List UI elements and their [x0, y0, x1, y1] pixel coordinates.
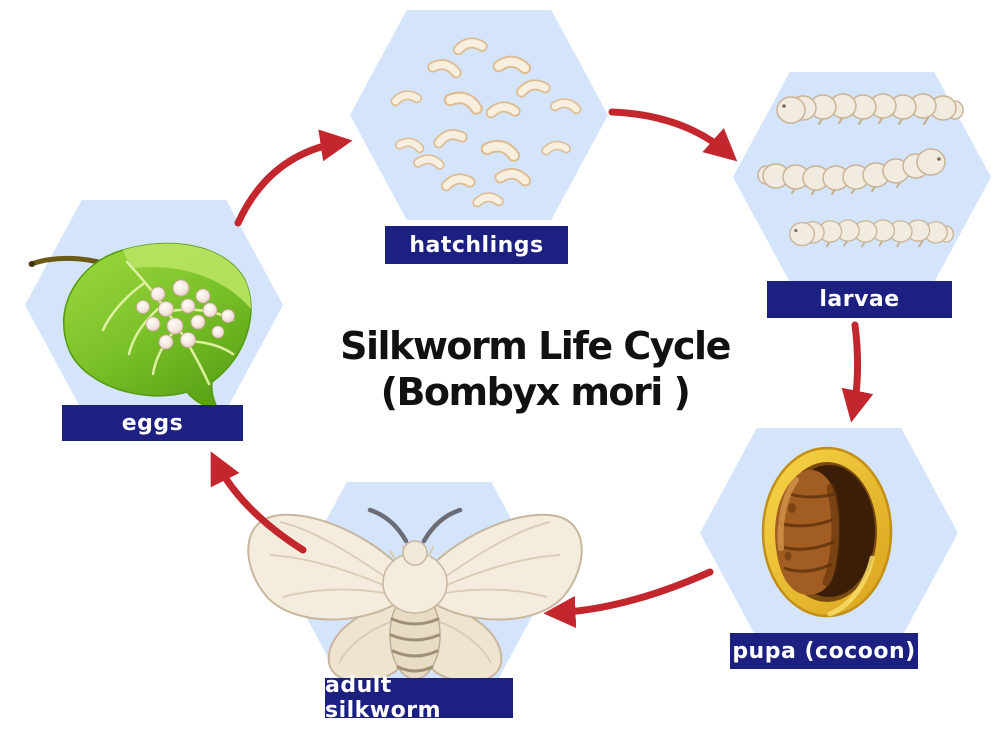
hatchling-worms-icon — [350, 10, 608, 220]
label-pupa: pupa (cocoon) — [730, 633, 918, 669]
arrow-adult-to-eggs — [210, 451, 307, 554]
arrow-hatchlings-to-larvae — [608, 108, 738, 162]
stage-hatchlings — [350, 10, 608, 220]
stage-adult-silkworm — [247, 482, 583, 692]
arrow-pupa-to-adult — [543, 568, 714, 629]
pupa-in-golden-cocoon-icon — [761, 446, 893, 618]
diagram-title: Silkworm Life Cycle (Bombyx mori ) — [318, 324, 752, 415]
larvae-caterpillars-icon — [757, 93, 964, 248]
label-eggs: eggs — [62, 405, 243, 441]
title-line-1: Silkworm Life Cycle — [340, 324, 731, 368]
label-adult-silkworm: adult silkworm — [325, 673, 513, 723]
stage-pupa — [700, 428, 958, 638]
stage-eggs — [25, 200, 283, 410]
title-line-2: (Bombyx mori ) — [380, 369, 691, 414]
arrow-larvae-to-pupa — [841, 321, 874, 423]
label-hatchlings: hatchlings — [385, 226, 568, 264]
label-larvae: larvae — [767, 281, 952, 318]
eggs-on-leaf-icon — [28, 242, 252, 410]
stage-larvae — [733, 72, 991, 282]
arrow-eggs-to-hatchlings — [234, 129, 353, 227]
